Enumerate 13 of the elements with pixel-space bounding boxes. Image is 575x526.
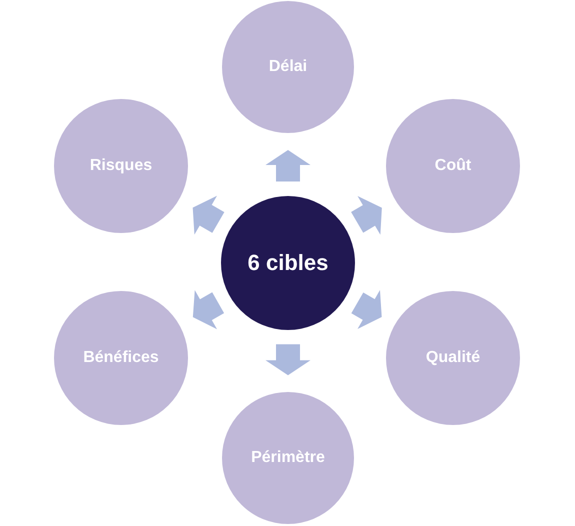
- node-label: Qualité: [426, 349, 480, 367]
- block-arrow: [351, 290, 382, 329]
- block-arrow: [266, 150, 310, 182]
- node-label: Risques: [90, 157, 152, 175]
- block-arrow: [192, 290, 224, 330]
- node-label: Périmètre: [251, 449, 325, 467]
- node-label: Délai: [268, 58, 308, 76]
- node-label: 6 cibles: [248, 250, 328, 276]
- block-arrow: [192, 196, 224, 235]
- block-arrow: [266, 344, 310, 376]
- block-arrow: [351, 196, 382, 235]
- node-label: Bénéfices: [83, 349, 159, 367]
- node-label: Coût: [434, 157, 472, 175]
